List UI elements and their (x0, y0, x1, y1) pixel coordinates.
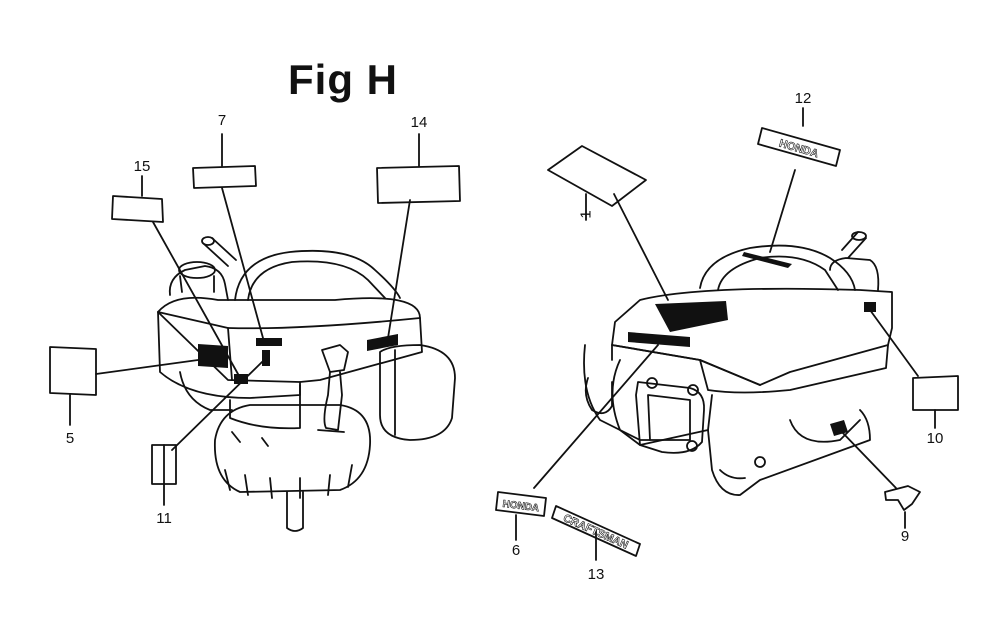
callout-1: 1 (577, 210, 595, 219)
emblem-honda-top-text: HONDA (778, 138, 820, 161)
callout-10: 10 (926, 430, 944, 447)
callout-12: 12 (794, 90, 812, 107)
figure-title: Fig H (288, 56, 398, 103)
callout-13: 13 (587, 566, 605, 583)
callout-15: 15 (133, 158, 151, 175)
callout-11: 11 (156, 510, 172, 527)
left-engine (49, 133, 461, 532)
emblem-honda-small-text: HONDA (502, 499, 540, 514)
right-engine (495, 107, 959, 561)
callout-5: 5 (65, 430, 75, 447)
callout-6: 6 (511, 542, 521, 559)
callout-14: 14 (410, 114, 428, 131)
callout-9: 9 (900, 528, 910, 545)
callout-7: 7 (217, 112, 227, 129)
